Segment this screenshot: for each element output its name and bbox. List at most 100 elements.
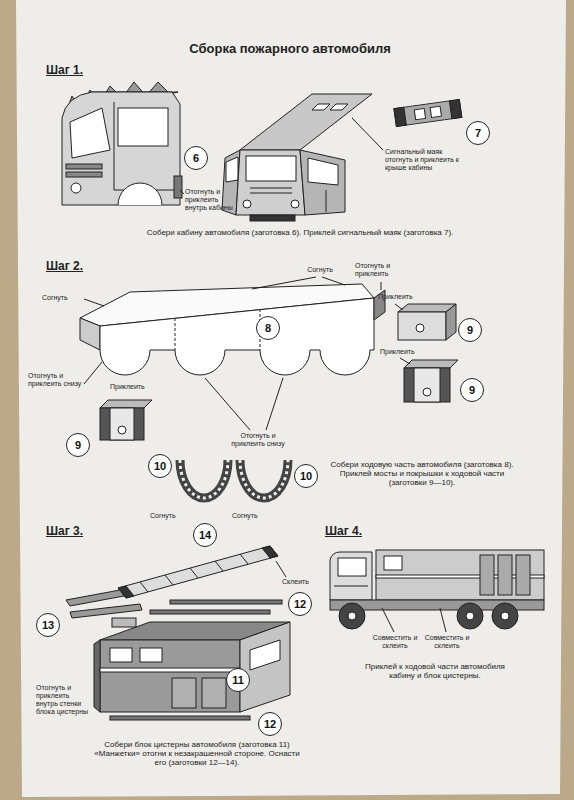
- chassis-part: [80, 277, 385, 430]
- callout-number: 7: [466, 121, 490, 145]
- truck-side: [466, 612, 474, 620]
- axle-part: [404, 360, 458, 368]
- chassis-part: [175, 318, 176, 350]
- instruction-note: Отогнуть и приклеить внутрь стенки блока…: [36, 684, 92, 716]
- callout-number: 8: [256, 316, 280, 340]
- step-caption: Собери блок цистерны автомобиля (заготов…: [92, 740, 302, 768]
- beacon-part: [394, 100, 462, 127]
- instruction-note: Склеить: [282, 578, 322, 586]
- callout-number-text: 12: [294, 599, 306, 610]
- tank-block: [100, 640, 240, 712]
- paper-sheet: [16, 0, 566, 797]
- callout-number-text: 11: [232, 675, 244, 686]
- truck-side: [330, 550, 544, 632]
- cab-illustration: [62, 82, 184, 205]
- beacon-part: [430, 106, 441, 117]
- cab-net: [226, 157, 238, 182]
- step-heading: Шаг 4.: [325, 525, 395, 539]
- chassis-part: [252, 277, 316, 289]
- callout-number-text: 12: [264, 719, 276, 730]
- callout-number: 9: [66, 433, 90, 457]
- cab-net: [300, 150, 345, 215]
- tank-block: [110, 648, 132, 662]
- axle-part: [404, 368, 450, 402]
- truck-side: [440, 608, 446, 632]
- truck-side: [339, 603, 365, 629]
- callout-number-text: 13: [42, 620, 54, 631]
- instruction-note: Приклеить: [378, 293, 428, 301]
- tyre-strip: [180, 460, 228, 498]
- page-title: Сборка пожарного автомобиля: [120, 42, 460, 57]
- ladder-part: [262, 546, 278, 558]
- cab-net: [352, 118, 383, 150]
- beacon-part: [414, 108, 425, 119]
- truck-side: [348, 612, 356, 620]
- cab-illustration: [174, 176, 182, 198]
- cab-illustration: [114, 102, 176, 190]
- step-caption: Приклей к ходовой части автомобиля кабин…: [360, 662, 510, 680]
- truck-side: [501, 612, 509, 620]
- callout-number: 12: [288, 592, 312, 616]
- instruction-note: Отогнуть и приклеить снизу: [228, 432, 288, 448]
- callout-number-text: 9: [469, 385, 475, 396]
- step-caption: Собери ходовую часть автомобиля (заготов…: [322, 460, 522, 488]
- step-heading: Шаг 3.: [46, 525, 116, 539]
- tyre-strip: [240, 460, 288, 498]
- tank-block: [100, 668, 240, 672]
- ladder-part: [118, 546, 278, 598]
- callout-number-text: 9: [467, 325, 473, 336]
- cab-net: [250, 215, 295, 221]
- axle-part: [100, 400, 152, 408]
- ladder-part: [190, 568, 198, 578]
- step-heading: Шаг 2.: [46, 260, 116, 274]
- beacon-part: [394, 100, 462, 127]
- ladder-part: [170, 600, 282, 604]
- instruction-note: Сигнальный маяк отогнуть и приклеить к к…: [385, 148, 463, 172]
- axle-part: [398, 312, 446, 340]
- callout-number: 10: [294, 464, 318, 488]
- cab-illustration: [118, 183, 162, 205]
- callout-number-text: 14: [199, 530, 211, 541]
- callout-number-text: 10: [154, 461, 166, 472]
- ladder-part: [276, 561, 286, 577]
- ladder-part: [66, 590, 124, 606]
- ladder-part: [140, 582, 148, 592]
- axle-part: [100, 304, 458, 440]
- tank-block: [172, 678, 196, 708]
- cab-illustration: [66, 164, 102, 169]
- instruction-note: Согнуть: [150, 512, 190, 520]
- cab-net: [330, 104, 348, 110]
- truck-side: [492, 603, 518, 629]
- truck-side: [498, 555, 512, 595]
- truck-side: [376, 550, 544, 600]
- tank-block: [94, 640, 100, 712]
- callout-number: 13: [36, 613, 60, 637]
- chassis-part: [84, 362, 102, 384]
- step-heading: Шаг 1.: [46, 64, 116, 78]
- instruction-note: Согнуть: [42, 294, 82, 302]
- ladder-part: [150, 610, 270, 614]
- callout-number-text: 6: [193, 153, 199, 164]
- callout-number-text: 8: [265, 323, 271, 334]
- tank-block: [240, 622, 290, 712]
- instruction-note: Согнуть: [232, 512, 272, 520]
- paper-sheet: [16, 0, 566, 797]
- truck-side: [480, 555, 494, 595]
- ladder-part: [66, 546, 286, 627]
- cab-net: [240, 94, 372, 150]
- callout-number: 10: [148, 454, 172, 478]
- cab-illustration: [180, 190, 184, 194]
- tyre-strip: [180, 460, 228, 498]
- chassis-part: [80, 318, 100, 350]
- step-caption: Собери кабину автомобиля (заготовка 6). …: [100, 228, 500, 237]
- ladder-part: [165, 575, 173, 585]
- callout-number-text: 9: [75, 440, 81, 451]
- cab-illustration: [66, 172, 102, 177]
- chassis-part: [266, 378, 283, 430]
- callout-number-text: 7: [475, 128, 481, 139]
- ladder-part: [70, 604, 142, 618]
- cab-illustration: [118, 108, 168, 146]
- instruction-note: Приклеить: [110, 383, 160, 391]
